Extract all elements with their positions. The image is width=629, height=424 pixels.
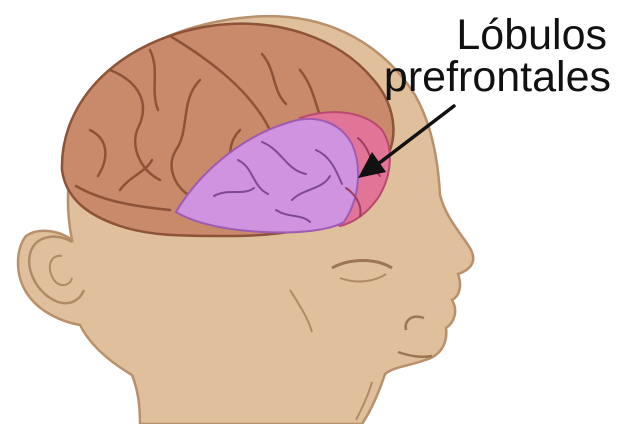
annotation-label-line1: Lóbulos — [456, 14, 607, 57]
annotation-label-line2: prefrontales — [384, 56, 611, 99]
